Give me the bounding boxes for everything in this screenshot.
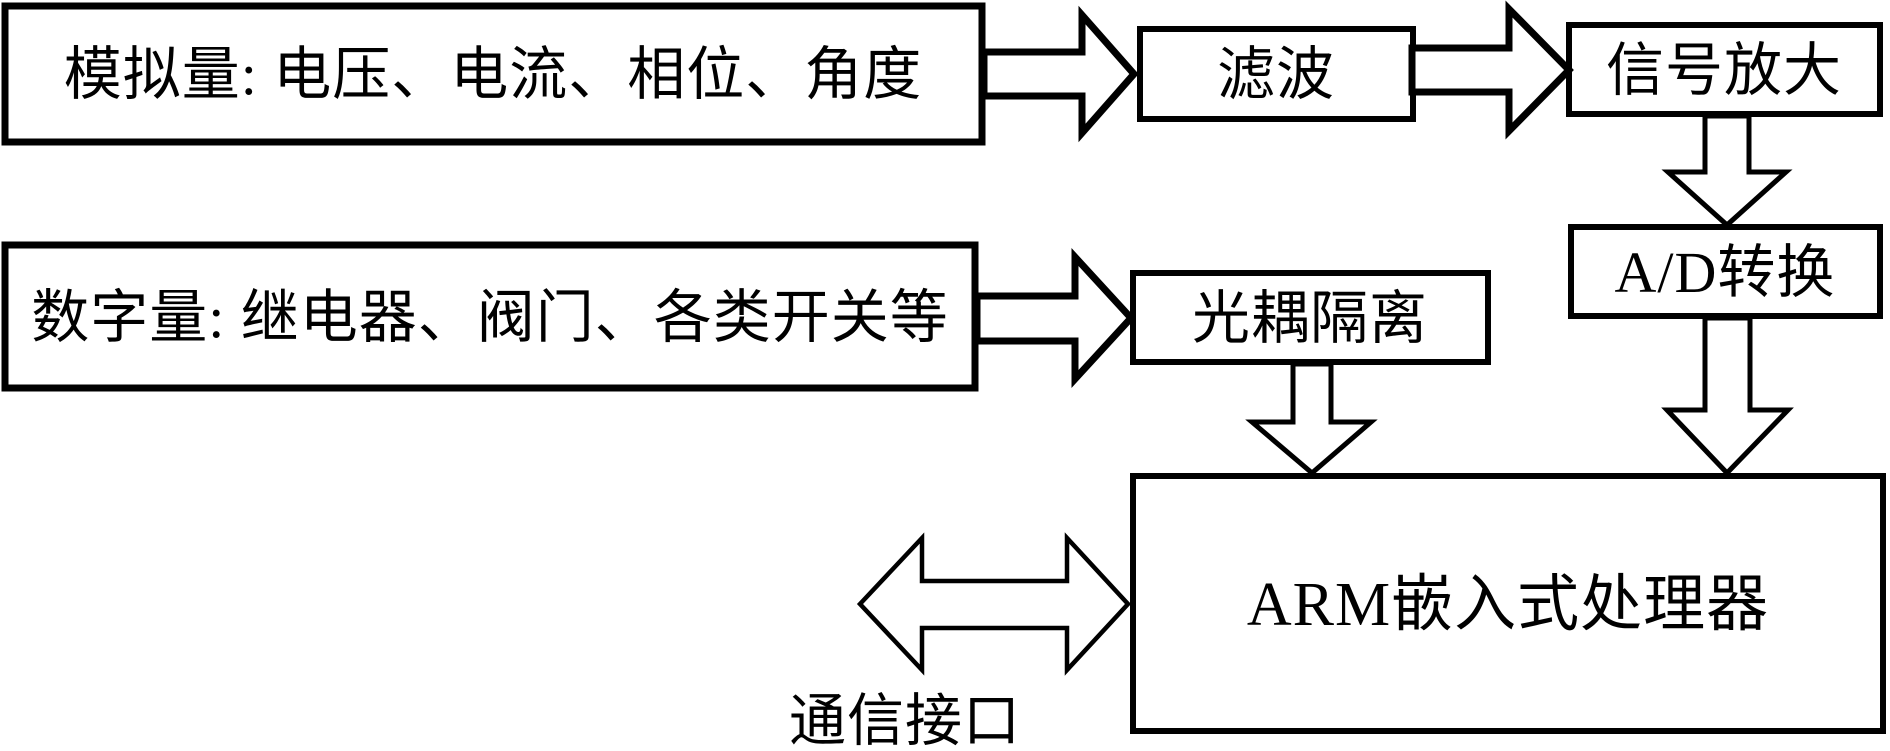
comm-interface-double-arrow: [856, 532, 1132, 676]
arrow-digital-to-opto: [973, 248, 1136, 388]
filter-label: 滤波: [1217, 42, 1335, 107]
signal-amplifier-label: 信号放大: [1606, 38, 1842, 103]
arrow-ad-to-arm: [1661, 315, 1794, 477]
filter-box: [1137, 26, 1416, 122]
digital-input-box: [1, 241, 979, 392]
digital-input-label: 数字量: 继电器、阀门、各类开关等: [31, 285, 949, 350]
ad-converter-box: [1568, 224, 1883, 319]
analog-input-label: 模拟量: 电压、电流、相位、角度: [64, 42, 923, 107]
analog-input-box: [1, 2, 986, 146]
opto-isolation-label: 光耦隔离: [1192, 286, 1428, 351]
arrow-filter-to-amplifier: [1408, 0, 1574, 140]
arrow-amplifier-to-ad: [1661, 113, 1793, 229]
arrow-analog-to-filter: [980, 5, 1139, 143]
arm-processor-label: ARM嵌入式处理器: [1247, 571, 1769, 639]
ad-converter-label: A/D转换: [1615, 240, 1836, 305]
arrow-opto-to-arm: [1245, 361, 1378, 477]
arm-processor-box: [1130, 473, 1886, 734]
comm-interface-label: 通信接口: [789, 690, 1021, 751]
